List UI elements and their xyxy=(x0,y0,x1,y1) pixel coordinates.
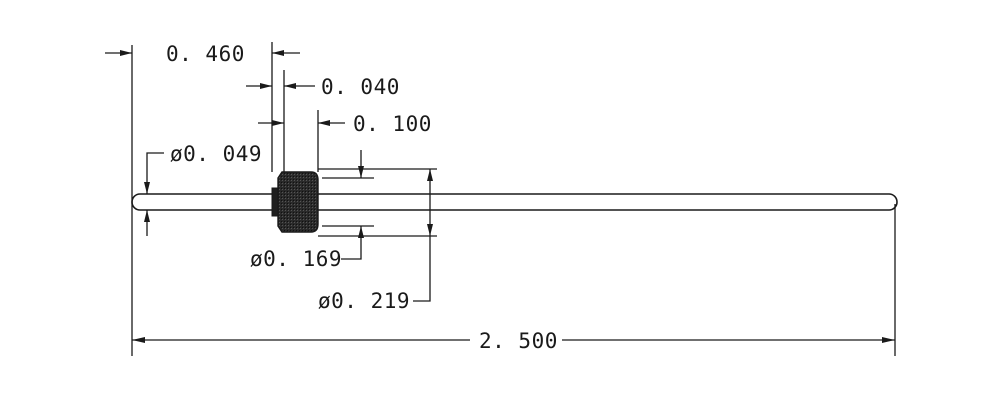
dim-collar-offset: 0. 460 xyxy=(105,42,300,66)
pin-part xyxy=(131,171,898,233)
dim-shoulder-diameter: ø0. 169 xyxy=(250,150,364,271)
dim-label-shoulder-width: 0. 040 xyxy=(321,75,400,99)
knurled-head xyxy=(277,171,319,233)
dim-label-collar-offset: 0. 460 xyxy=(166,42,245,66)
dim-label-knurl-diameter: ø0. 219 xyxy=(318,289,410,313)
dim-knurl-length: 0. 100 xyxy=(258,112,432,136)
dim-overall-length: 2. 500 xyxy=(132,329,895,353)
dim-label-shoulder-diameter: ø0. 169 xyxy=(250,247,342,271)
dim-label-pin-diameter: ø0. 049 xyxy=(170,142,262,166)
pin-rod xyxy=(131,193,898,211)
pin-shoulder xyxy=(271,187,279,217)
dim-knurl-diameter: ø0. 219 xyxy=(318,169,433,313)
dim-label-knurl-length: 0. 100 xyxy=(353,112,432,136)
dim-label-overall-length: 2. 500 xyxy=(479,329,558,353)
dim-shoulder-width: 0. 040 xyxy=(246,75,400,99)
dim-pin-diameter: ø0. 049 xyxy=(144,142,262,236)
extension-lines xyxy=(131,42,896,356)
